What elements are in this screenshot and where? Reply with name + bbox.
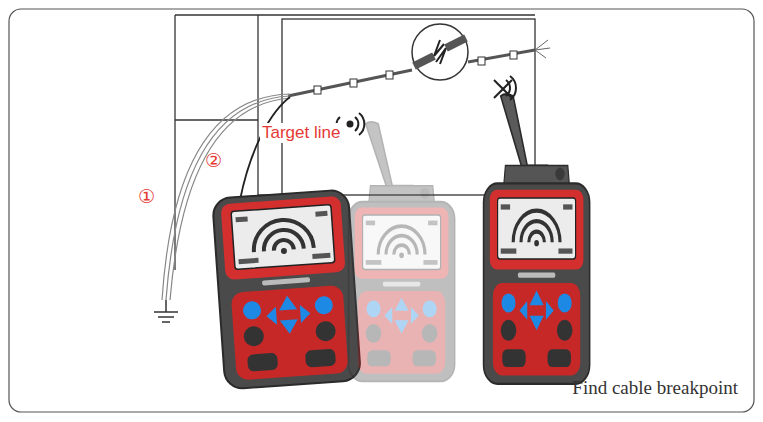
- callout-number: ②: [205, 150, 222, 172]
- callout-number: ①: [138, 186, 155, 208]
- target-line-label: Target line: [260, 123, 342, 143]
- caption: Find cable breakpoint: [572, 377, 738, 399]
